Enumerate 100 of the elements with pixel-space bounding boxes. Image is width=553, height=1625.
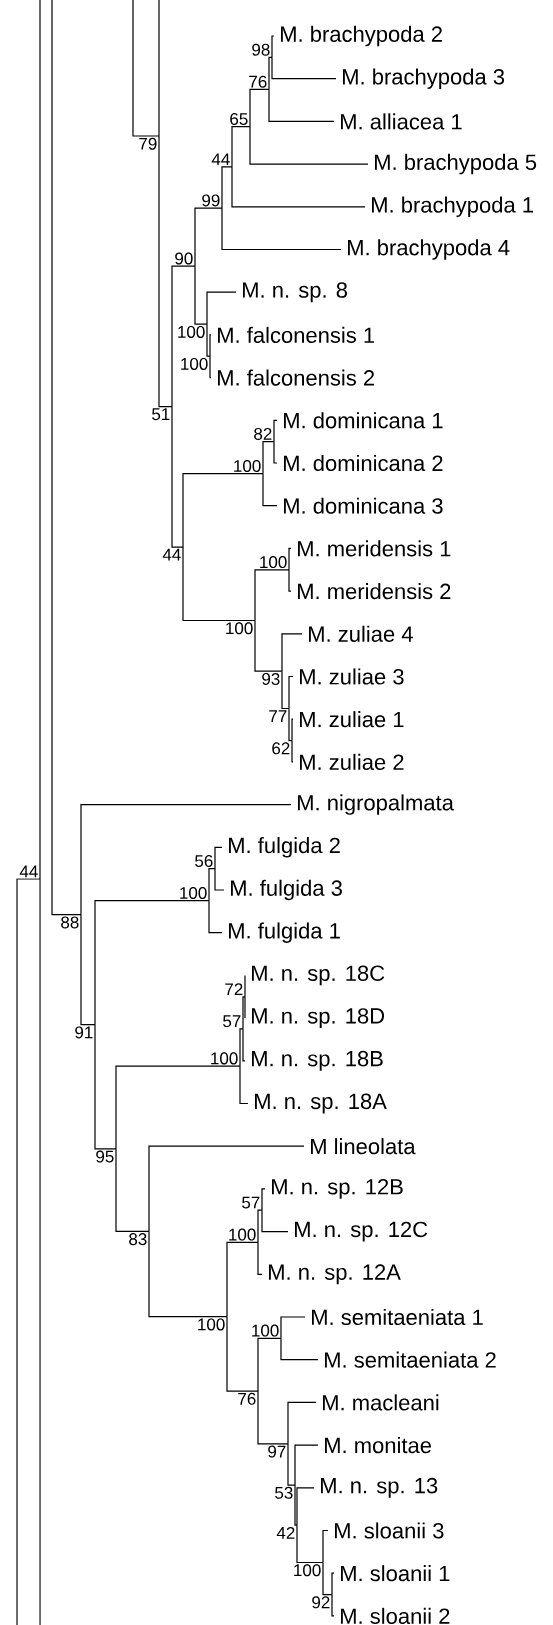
tree-branch <box>261 1209 289 1233</box>
bootstrap-value: 44 <box>19 865 38 878</box>
tree-branch <box>39 0 41 880</box>
tree-branch <box>39 878 41 1625</box>
tree-branch <box>288 675 294 710</box>
tree-branch <box>244 974 246 998</box>
tree-branch <box>254 619 283 672</box>
tree-branch <box>271 56 337 80</box>
bootstrap-value: 100 <box>229 1228 256 1241</box>
bootstrap-value: 100 <box>181 357 208 370</box>
bootstrap-value: 100 <box>294 1564 321 1577</box>
tree-branch <box>281 633 303 672</box>
bootstrap-value: 82 <box>254 427 272 440</box>
tree-branch <box>171 265 196 408</box>
tree-branch <box>226 1316 259 1392</box>
bootstrap-value: 56 <box>195 854 213 867</box>
taxon-label: M. falconensis 1 <box>218 326 375 343</box>
tree-branch <box>115 1148 150 1232</box>
tree-branch <box>257 1241 263 1275</box>
tree-branch <box>182 473 264 548</box>
tree-branch <box>80 914 96 1026</box>
tree-branch <box>296 1487 315 1526</box>
taxon-label: M. dominicana 1 <box>284 412 443 429</box>
bootstrap-value: 77 <box>269 710 287 722</box>
bootstrap-value: 100 <box>226 622 253 635</box>
tree-branch <box>244 996 246 1019</box>
taxon-label: M. zuliae 3 <box>300 668 404 685</box>
bootstrap-value: 83 <box>129 1233 147 1246</box>
taxon-label: M. macleani <box>323 1394 439 1411</box>
tree-branch <box>221 207 342 251</box>
tree-branch <box>257 1390 289 1445</box>
tree-branch <box>273 441 278 464</box>
taxon-label: M. semitaeniata 2 <box>325 1351 496 1368</box>
tree-branch <box>194 265 208 325</box>
tree-branch <box>80 804 292 916</box>
bootstrap-value: 62 <box>272 742 290 755</box>
tree-branch <box>209 334 212 357</box>
bootstrap-value: 95 <box>96 1150 114 1163</box>
tree-branch <box>288 707 293 742</box>
tree-branch <box>262 473 278 507</box>
taxon-label: M. sloanii 2 <box>341 1607 450 1624</box>
bootstrap-value: 98 <box>252 43 270 56</box>
taxon-label: M. brachypoda 4 <box>348 239 510 260</box>
bootstrap-value: 100 <box>252 1324 279 1337</box>
bootstrap-value: 100 <box>180 886 207 899</box>
tree-branch <box>322 1529 329 1564</box>
tree-branch <box>261 1188 266 1211</box>
tree-branch <box>257 1209 263 1243</box>
tree-branch <box>16 878 41 1625</box>
tree-branch <box>231 126 251 168</box>
bootstrap-value: 44 <box>162 548 181 561</box>
bootstrap-value: 100 <box>234 460 261 472</box>
tree-branch <box>268 88 335 122</box>
tree-branch <box>194 207 223 267</box>
tree-branch <box>249 126 369 165</box>
tree-branch <box>281 670 290 710</box>
bootstrap-value: 100 <box>198 1318 225 1331</box>
tree-branch <box>287 1443 296 1486</box>
taxon-label: M. fulgida 3 <box>231 879 342 901</box>
tree-branch <box>249 88 270 128</box>
taxon-label: M. zuliae 2 <box>300 753 404 770</box>
taxon-label: M. meridensis 1 <box>298 540 451 557</box>
tree-branch <box>171 406 184 548</box>
taxon-label: M. meridensis 2 <box>298 583 451 600</box>
bootstrap-value: 93 <box>262 672 280 685</box>
taxon-label: M. n. sp. 12A <box>269 1264 401 1285</box>
taxon-label: M. falconensis 2 <box>218 369 375 386</box>
bootstrap-value: 91 <box>75 1026 93 1039</box>
tree-branch <box>331 1594 335 1617</box>
taxon-label: M. monitae <box>325 1437 431 1454</box>
taxon-label: M. n. sp. 18C <box>252 965 385 986</box>
tree-branch <box>94 900 210 1026</box>
bootstrap-value: 53 <box>275 1486 293 1499</box>
tree-branch <box>158 0 160 137</box>
bootstrap-value: 100 <box>211 1052 238 1065</box>
bootstrap-value: 57 <box>223 1015 241 1028</box>
bootstrap-value: 97 <box>268 1445 286 1458</box>
tree-branch <box>288 569 292 592</box>
tree-branch <box>257 1337 282 1392</box>
tree-branch <box>287 1401 317 1445</box>
tree-branch <box>209 355 212 379</box>
bootstrap-value: 92 <box>312 1596 330 1609</box>
tree-branch <box>268 56 273 90</box>
taxon-label: M. brachypoda 3 <box>343 68 505 89</box>
taxon-label: M. n. sp. 12C <box>295 1221 428 1242</box>
tree-branch <box>294 1484 298 1526</box>
tree-branch <box>208 900 223 934</box>
tree-branch <box>51 0 82 916</box>
tree-branch <box>262 441 275 475</box>
taxon-label: M. n. sp. 18B <box>252 1050 383 1071</box>
bootstrap-value: 42 <box>276 1526 295 1539</box>
tree-branch <box>148 1145 305 1232</box>
bootstrap-value: 90 <box>175 252 193 265</box>
taxon-label: M. semitaeniata 1 <box>312 1308 483 1326</box>
taxon-label: M lineolata <box>311 1138 416 1155</box>
tree-branch <box>242 996 246 1030</box>
tree-branch <box>239 1028 244 1067</box>
taxon-label: M. n. sp. 18A <box>255 1093 387 1114</box>
bootstrap-value: 100 <box>178 325 205 338</box>
tree-branch <box>271 35 275 58</box>
